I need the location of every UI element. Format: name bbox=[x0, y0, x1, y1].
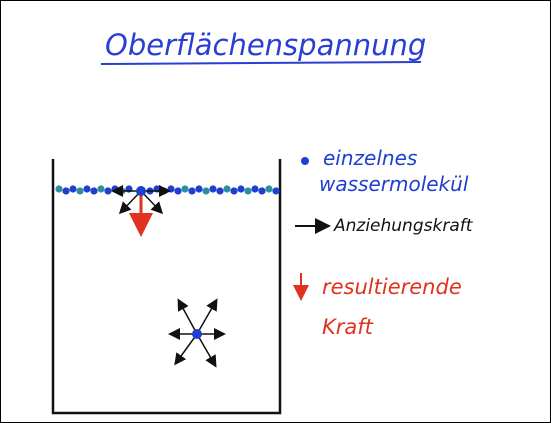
surface-molecule-dot bbox=[209, 185, 217, 193]
surface-molecule-dot bbox=[167, 185, 175, 193]
surface-molecule-dot bbox=[195, 185, 203, 193]
surface-molecule-dot bbox=[174, 187, 182, 195]
surface-molecule-forces bbox=[111, 185, 171, 237]
title-underline bbox=[100, 61, 422, 65]
surface-molecule-dot bbox=[272, 187, 280, 195]
legend-molecule-label-line2: wassermolekül bbox=[319, 172, 469, 196]
surface-molecule-dot bbox=[223, 185, 231, 193]
page-title: Oberflächenspannung bbox=[105, 28, 426, 62]
surface-molecule-dot bbox=[62, 187, 70, 195]
legend-resultant-label-line1: resultierende bbox=[322, 275, 462, 299]
legend-resultant-label-line2: Kraft bbox=[322, 315, 374, 339]
container bbox=[51, 159, 282, 415]
surface-molecule-dot bbox=[265, 185, 273, 193]
surface-molecule-dot bbox=[230, 187, 238, 195]
interior-molecule bbox=[192, 329, 202, 339]
surface-molecule-dot bbox=[216, 187, 224, 195]
surface-molecule bbox=[136, 186, 146, 196]
surface-molecule-dot bbox=[97, 185, 105, 193]
surface-molecule-dot bbox=[90, 187, 98, 195]
interior-molecule-forces bbox=[168, 298, 226, 368]
surface-molecule-dot bbox=[188, 187, 196, 195]
surface-molecule-dot bbox=[69, 185, 77, 193]
surface-molecule-dot bbox=[202, 187, 210, 195]
surface-molecule-dot bbox=[181, 185, 189, 193]
interior-force-up-right-arrow bbox=[196, 298, 218, 335]
surface-molecule-dot bbox=[258, 187, 266, 195]
legend-molecule-dot bbox=[301, 157, 309, 165]
interior-force-up-left-arrow bbox=[177, 298, 198, 335]
surface-molecule-dot bbox=[104, 187, 112, 195]
surface-molecule-dot bbox=[76, 187, 84, 195]
surface-molecule-row bbox=[55, 185, 280, 195]
surface-molecule-dot bbox=[55, 185, 63, 193]
interior-force-down-left-arrow bbox=[174, 333, 198, 366]
surface-molecule-dot bbox=[83, 185, 91, 193]
surface-molecule-dot bbox=[244, 187, 252, 195]
legend-molecule-label-line1: einzelnes bbox=[323, 146, 417, 170]
interior-force-down-right-arrow bbox=[196, 333, 217, 368]
legend-attraction-label: Anziehungskraft bbox=[333, 216, 474, 236]
surface-molecule-dot bbox=[237, 185, 245, 193]
surface-molecule-dot bbox=[251, 185, 259, 193]
